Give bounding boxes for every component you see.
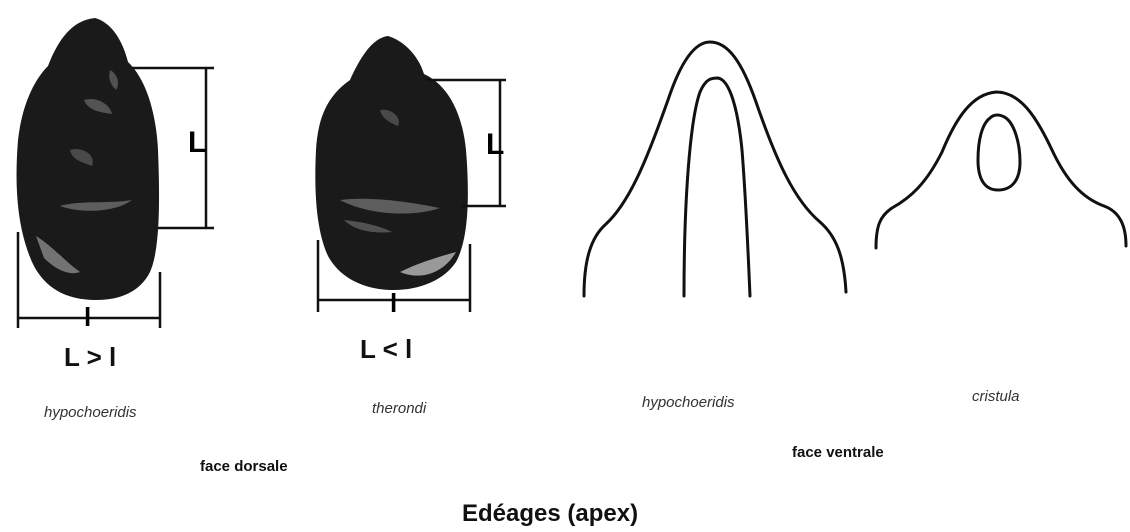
ratio-label-therondi: L < l — [360, 334, 412, 365]
outer-contour — [584, 42, 846, 296]
dim-label-l-1: l — [84, 302, 91, 332]
inner-contour — [684, 78, 750, 296]
figure-title: Edéages (apex) — [462, 500, 638, 528]
species-label-ventral-cristula: cristula — [972, 388, 1020, 405]
dorsal-specimen-therondi — [315, 36, 506, 312]
specimen-silhouette — [315, 36, 468, 290]
ratio-label-hypochoeridis: L > l — [64, 342, 116, 373]
dorsal-specimen-hypochoeridis — [17, 18, 214, 328]
face-ventrale-label: face ventrale — [792, 444, 884, 461]
face-dorsale-label: face dorsale — [200, 458, 288, 475]
ventral-outline-cristula — [876, 92, 1126, 248]
dim-label-l-2: l — [390, 288, 397, 318]
inner-contour — [978, 115, 1020, 190]
species-label-ventral-hypochoeridis: hypochoeridis — [642, 394, 735, 411]
ventral-outline-hypochoeridis — [584, 42, 846, 296]
dim-label-L-2: L — [486, 128, 504, 161]
species-label-dorsal-therondi: therondi — [372, 400, 426, 417]
species-label-dorsal-hypochoeridis: hypochoeridis — [44, 404, 137, 421]
dim-label-L-1: L — [188, 126, 206, 159]
